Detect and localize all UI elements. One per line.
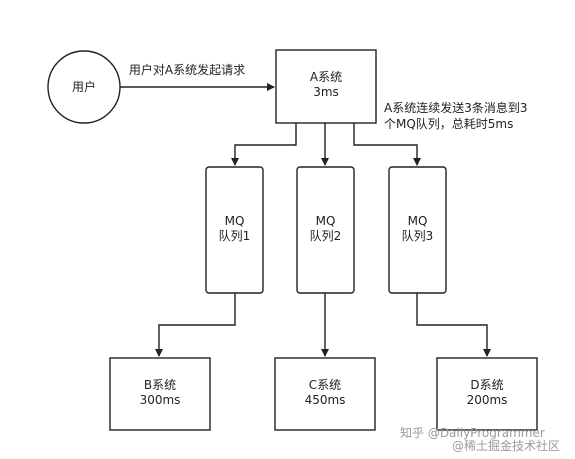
watermark-juejin: @稀土掘金技术社区: [452, 439, 561, 453]
connector-a-to-queue3: [353, 123, 421, 166]
user-label: 用户: [71, 80, 96, 94]
system-b-label: B系统 300ms: [110, 378, 210, 408]
system-d-latency: 200ms: [466, 393, 508, 407]
system-c-label: C系统 450ms: [275, 378, 375, 408]
system-b-node: [109, 357, 211, 431]
system-a-name: A系统: [309, 70, 343, 84]
connector-queue1-to-b: [155, 293, 236, 357]
connector-queue3-to-d: [416, 293, 491, 357]
watermark-zhihu: 知乎 @DailyProgrammer: [400, 426, 545, 440]
system-a-label: A系统 3ms: [276, 70, 376, 100]
system-d-node: [436, 357, 538, 431]
system-c-latency: 450ms: [304, 393, 346, 407]
request-label: 用户对A系统发起请求: [128, 63, 246, 77]
queue-1-label: MQ 队列1: [206, 214, 263, 244]
connector-a-to-queue1: [231, 123, 297, 166]
system-d-name: D系统: [470, 378, 504, 392]
queue-2-label: MQ 队列2: [297, 214, 354, 244]
system-b-name: B系统: [143, 378, 177, 392]
system-a-node: [275, 49, 377, 124]
system-c-node: [274, 357, 376, 431]
note-line-2: 个MQ队列，总耗时5ms: [384, 117, 514, 131]
system-d-label: D系统 200ms: [437, 378, 537, 408]
queue-2-index: 队列2: [309, 229, 342, 243]
queue-1-index: 队列1: [218, 229, 251, 243]
queue-2-name: MQ: [315, 214, 336, 228]
queue-1-name: MQ: [224, 214, 245, 228]
queue-3-name: MQ: [407, 214, 428, 228]
queue-3-label: MQ 队列3: [389, 214, 446, 244]
note-text: A系统连续发送3条消息到3 个MQ队列，总耗时5ms: [384, 100, 527, 132]
system-a-latency: 3ms: [313, 85, 339, 99]
system-b-latency: 300ms: [139, 393, 181, 407]
note-line-1: A系统连续发送3条消息到3: [384, 101, 528, 115]
system-c-name: C系统: [308, 378, 342, 392]
queue-3-index: 队列3: [401, 229, 434, 243]
